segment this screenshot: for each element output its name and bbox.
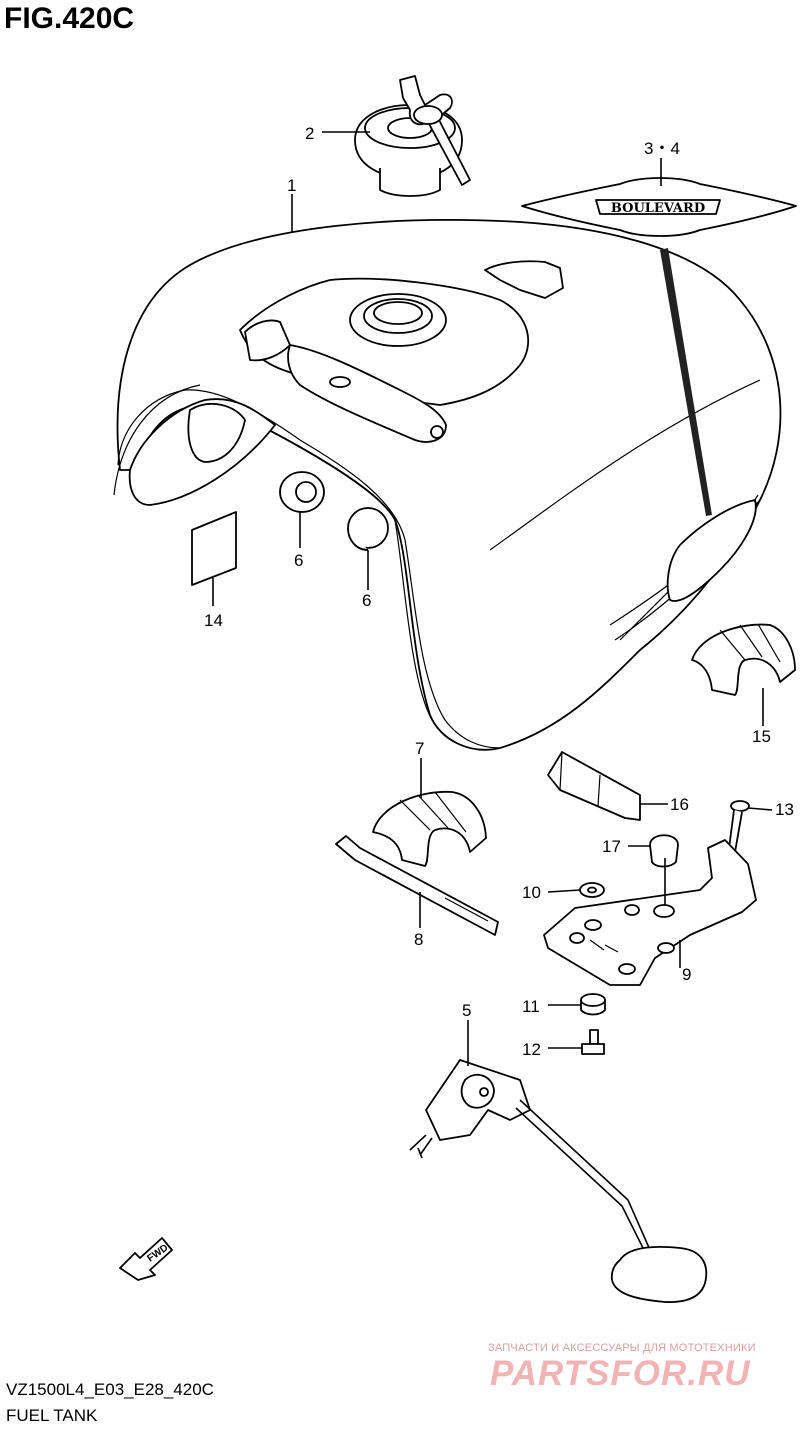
washer[interactable] bbox=[579, 882, 605, 898]
fuel-cap[interactable] bbox=[354, 75, 471, 197]
callout-15: 15 bbox=[752, 727, 771, 746]
bolt-12[interactable] bbox=[581, 1029, 605, 1055]
callout-9: 9 bbox=[682, 965, 691, 984]
rubber-cap[interactable] bbox=[649, 834, 679, 868]
callout-13: 13 bbox=[775, 800, 794, 819]
callout-3-4: 3・4 bbox=[644, 139, 680, 158]
figure-title: FIG.420C bbox=[4, 2, 135, 35]
diagram-code: VZ1500L4_E03_E28_420C bbox=[6, 1380, 214, 1399]
callout-12: 12 bbox=[522, 1040, 541, 1059]
callout-17: 17 bbox=[602, 837, 621, 856]
callout-14: 14 bbox=[204, 611, 223, 630]
callout-16: 16 bbox=[670, 795, 689, 814]
tank-bracket[interactable] bbox=[543, 839, 757, 986]
callout-11: 11 bbox=[522, 997, 540, 1016]
callout-10: 10 bbox=[522, 883, 541, 902]
boulevard-emblem[interactable]: BOULEVARD bbox=[521, 177, 797, 237]
emblem-text: BOULEVARD bbox=[611, 201, 705, 216]
sheet-pad[interactable] bbox=[191, 511, 237, 586]
rear-cushion[interactable] bbox=[691, 623, 796, 696]
callout-8: 8 bbox=[414, 930, 423, 949]
callout-7: 7 bbox=[415, 739, 424, 758]
cushion-upper[interactable] bbox=[279, 471, 325, 513]
callout-6b: 6 bbox=[362, 591, 371, 610]
watermark-logo: PARTSFOR.RU bbox=[490, 1354, 751, 1393]
collar[interactable] bbox=[580, 993, 606, 1016]
callout-6a: 6 bbox=[294, 551, 303, 570]
fuel-tank[interactable] bbox=[113, 219, 782, 751]
damper[interactable] bbox=[547, 751, 641, 821]
callout-5: 5 bbox=[462, 1001, 471, 1020]
diagram-name: FUEL TANK bbox=[6, 1406, 98, 1425]
callout-1: 1 bbox=[287, 176, 296, 195]
cable-tie[interactable] bbox=[335, 835, 499, 936]
fuel-level-gauge[interactable] bbox=[409, 1059, 708, 1303]
leader-lines bbox=[212, 131, 773, 1066]
cushion-lower[interactable] bbox=[347, 507, 389, 551]
callout-2: 2 bbox=[305, 124, 314, 143]
forward-arrow: FWD bbox=[119, 1237, 173, 1281]
watermark-tagline: ЗАПЧАСТИ И АКСЕССУАРЫ ДЛЯ МОТОТЕХНИКИ bbox=[488, 1342, 756, 1354]
front-cushion[interactable] bbox=[372, 790, 487, 867]
